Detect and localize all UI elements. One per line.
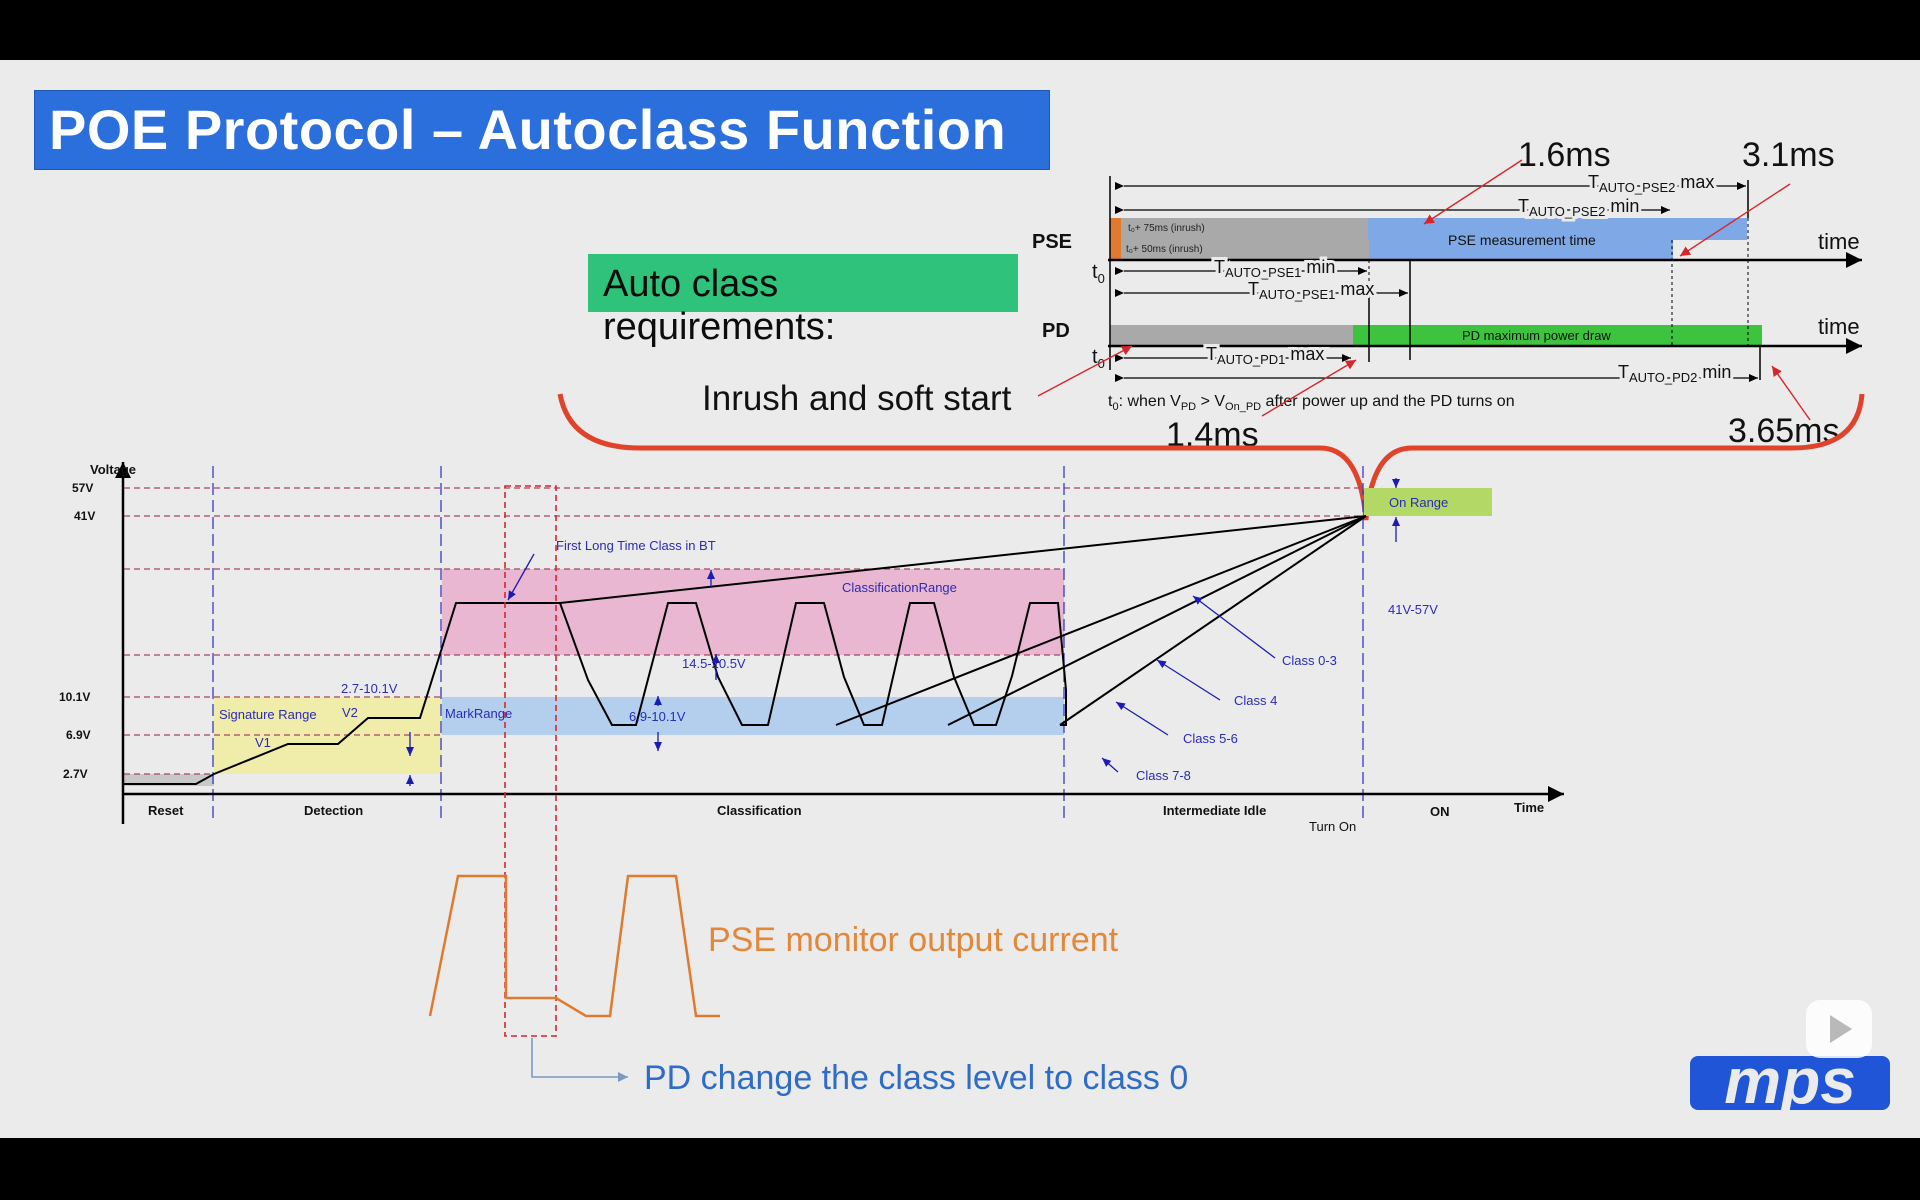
t-auto-pse2-max: TAUTO_PSE2 max <box>1588 172 1714 195</box>
voltage-axis-label: Voltage <box>90 462 136 477</box>
pse-current-diagram: PSE monitor output current PD change the… <box>428 874 1188 1097</box>
pse-measure-bar-bottom <box>1369 238 1673 260</box>
level-10-1v: 10.1V <box>59 690 90 704</box>
phase-on: ON <box>1430 804 1450 819</box>
phase-intermediate-idle: Intermediate Idle <box>1163 803 1266 818</box>
title-banner: POE Protocol – Autoclass Function <box>34 90 1050 170</box>
on-range <box>1364 488 1492 516</box>
first-long-class-label: First Long Time Class in BT <box>556 538 716 553</box>
timing-diagram: t₀+ 75ms (inrush) t₀+ 50ms (inrush) PSE … <box>557 136 1865 521</box>
v1-label: V1 <box>255 735 271 750</box>
class-4-label: Class 4 <box>1234 693 1277 708</box>
pse-start-marker <box>1110 218 1121 260</box>
pse-monitor-label: PSE monitor output current <box>708 921 1119 959</box>
class-7-8-label: Class 7-8 <box>1136 768 1191 783</box>
slide-graphics: t₀+ 75ms (inrush) t₀+ 50ms (inrush) PSE … <box>59 136 1890 1117</box>
t-auto-pse2-min: TAUTO_PSE2 min <box>1518 196 1639 219</box>
class-change-highlight <box>504 485 557 1037</box>
range-14-5-20-5v: 14.5-20.5V <box>682 656 746 671</box>
pd-t0-label: t0 <box>1092 346 1105 371</box>
callout-3-1ms: 3.1ms <box>1742 136 1835 174</box>
slide-title: POE Protocol – Autoclass Function <box>49 98 1007 161</box>
mps-logo: mps <box>1690 1045 1890 1117</box>
phase-detection: Detection <box>304 803 363 818</box>
range-41-57v: 41V-57V <box>1388 602 1438 617</box>
pd-time-label: time <box>1818 314 1860 339</box>
pse-t0-label: t0 <box>1092 261 1105 286</box>
time-axis-label: Time <box>1514 800 1544 815</box>
pse-measurement-label: PSE measurement time <box>1448 232 1596 248</box>
pd-power-bar <box>1353 325 1762 345</box>
pd-inrush-bar <box>1110 325 1353 345</box>
requirements-brace <box>557 393 1865 521</box>
t-auto-pse1-min: TAUTO_PSE1 min <box>1214 257 1335 280</box>
callout-1-6ms: 1.6ms <box>1518 136 1611 174</box>
mark-range-label: MarkRange <box>445 706 512 721</box>
requirements-banner: Auto class requirements: <box>588 254 1018 348</box>
on-range-label: On Range <box>1389 495 1448 510</box>
slide: POE Protocol – Autoclass Function Auto c… <box>0 60 1920 1138</box>
v2-label: V2 <box>342 705 358 720</box>
class-5-6-label: Class 5-6 <box>1183 731 1238 746</box>
pd-change-label: PD change the class level to class 0 <box>644 1059 1188 1097</box>
level-6-9v: 6.9V <box>66 728 91 742</box>
inrush-75-label: t₀+ 75ms (inrush) <box>1128 223 1205 234</box>
pse-inrush-bar <box>1110 218 1411 260</box>
mark-range <box>442 697 1064 735</box>
voltage-waveform <box>124 602 1067 785</box>
requirements-label: Auto class requirements: <box>603 263 836 348</box>
pse-time-label: time <box>1818 229 1860 254</box>
t-auto-pse1-max: TAUTO_PSE1 max <box>1248 279 1374 302</box>
signature-range-label: Signature Range <box>219 707 317 722</box>
t-auto-pd2-min: TAUTO_PD2 min <box>1618 362 1731 385</box>
pd-axis-label: PD <box>1042 320 1070 342</box>
t0-note: t0: when VPD > VOn_PD after power up and… <box>1108 393 1515 413</box>
inrush-soft-start-label: Inrush and soft start <box>702 379 1012 418</box>
pd-max-power-label: PD maximum power draw <box>1462 328 1611 343</box>
range-2-7-10-1v: 2.7-10.1V <box>341 681 398 696</box>
class-change-arrow <box>531 1038 628 1082</box>
turn-on-label: Turn On <box>1309 819 1356 834</box>
class-0-3-label: Class 0-3 <box>1282 653 1337 668</box>
classification-range <box>442 569 1064 655</box>
inrush-50-label: t₀+ 50ms (inrush) <box>1126 244 1203 255</box>
level-41v: 41V <box>74 509 95 523</box>
range-6-9-10-1v: 6.9-10.1V <box>629 709 686 724</box>
phase-reset: Reset <box>148 803 184 818</box>
t-auto-pd1-max: TAUTO_PD1 max <box>1206 344 1324 367</box>
play-icon[interactable] <box>1806 1000 1872 1058</box>
poe-timing-diagram: Voltage 57V 41V 10.1V 6.9V 2.7V Signatur… <box>59 462 1564 1037</box>
level-2-7v: 2.7V <box>63 767 88 781</box>
pse-current-waveform <box>428 874 720 1018</box>
phase-classification: Classification <box>717 803 802 818</box>
classification-range-label: ClassificationRange <box>842 580 957 595</box>
pse-measure-bar-top <box>1368 218 1747 240</box>
pse-axis-label: PSE <box>1032 231 1072 253</box>
level-57v: 57V <box>72 481 93 495</box>
